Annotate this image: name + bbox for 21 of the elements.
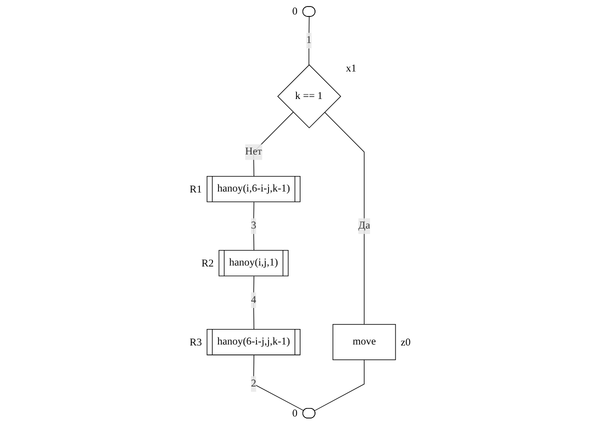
- connector: [253, 112, 294, 177]
- node-annotation: 0: [292, 408, 298, 420]
- connector: [253, 202, 254, 251]
- node-box: move: [332, 324, 396, 360]
- node-annotation: R3: [189, 337, 202, 348]
- node-annotation: R1: [189, 184, 202, 196]
- edge-label: 2: [250, 378, 256, 390]
- connector: [253, 276, 254, 330]
- connector: [314, 359, 364, 412]
- edge-label: Да: [358, 220, 370, 232]
- node-annotation: R2: [201, 258, 214, 270]
- connector: [324, 112, 364, 325]
- node-annotation: x1: [346, 63, 356, 74]
- edge-label: 1: [306, 34, 312, 46]
- edge-label: 4: [250, 294, 256, 306]
- node-annotation: z0: [400, 337, 411, 348]
- connector: [253, 354, 304, 412]
- edge-label: Нет: [245, 146, 262, 158]
- node-annotation: 0: [292, 6, 298, 18]
- node-diamond: k == 1: [277, 64, 342, 128]
- edge-label: 3: [250, 220, 256, 232]
